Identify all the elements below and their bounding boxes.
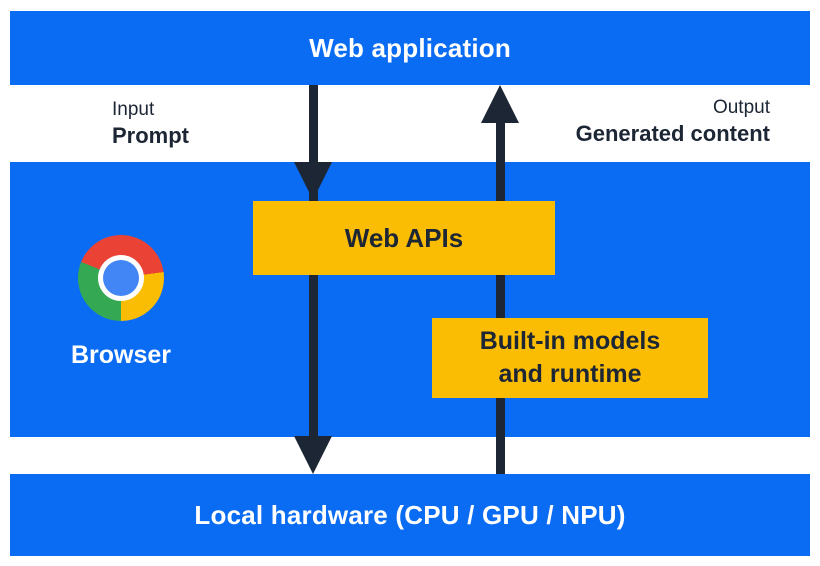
local-hardware-label: Local hardware (CPU / GPU / NPU) (194, 499, 626, 530)
arrow-down-head-icon (294, 436, 332, 474)
builtin-models-box: Built-in models and runtime (432, 318, 708, 398)
output-caption: Output (712, 97, 770, 118)
input-caption-block: Input Prompt (112, 98, 189, 149)
output-label: Generated content (575, 121, 770, 146)
builtin-models-label-line2: and runtime (498, 360, 642, 388)
output-caption-block: Output Generated content (576, 96, 770, 147)
arrow-up-head-icon (481, 85, 519, 123)
web-application-band: Web application (10, 11, 810, 85)
chrome-logo-icon (78, 235, 164, 321)
builtin-models-label-line1: Built-in models (479, 327, 661, 355)
input-caption: Input (112, 99, 155, 120)
browser-label: Browser (70, 341, 172, 369)
arrow-down-head-icon (294, 162, 332, 200)
input-label: Prompt (112, 123, 189, 148)
arrow-up-icon (496, 120, 505, 474)
web-apis-box: Web APIs (253, 201, 555, 275)
web-apis-label: Web APIs (344, 222, 464, 253)
chrome-logo-center (103, 260, 139, 296)
local-hardware-band: Local hardware (CPU / GPU / NPU) (10, 474, 810, 556)
web-application-label: Web application (309, 32, 511, 63)
